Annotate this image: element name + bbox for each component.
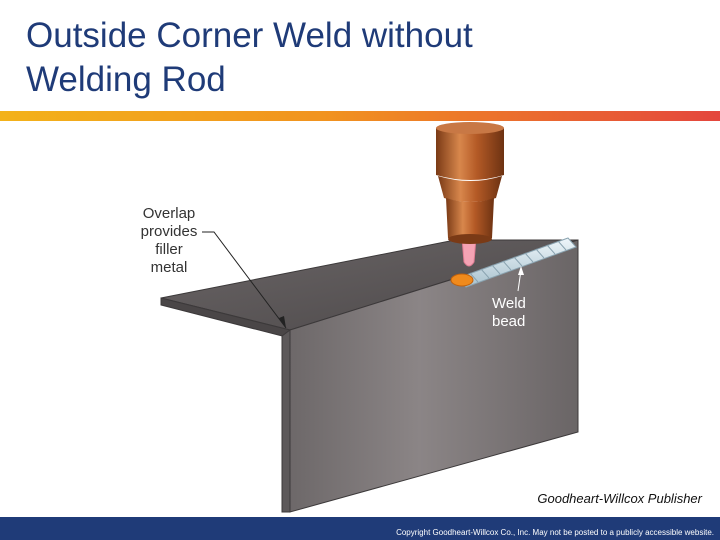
overlap-callout-line-2: provides [140, 223, 198, 240]
footer-bar: Copyright Goodheart-Willcox Co., Inc. Ma… [0, 517, 720, 540]
title-underline-bar [0, 111, 720, 121]
weld-bead [450, 237, 577, 288]
weld-puddle [450, 273, 474, 287]
slide-title: Outside Corner Weld without Welding Rod [26, 14, 686, 102]
overlap-callout: Overlap provides filler metal [128, 205, 210, 277]
slide-title-line-2: Welding Rod [26, 60, 226, 99]
weld-bead-callout-line-2: bead [492, 313, 526, 330]
overlap-arrowhead [279, 316, 286, 328]
overlap-callout-line-3: filler [155, 241, 183, 258]
torch-tip [436, 122, 504, 244]
overlap-callout-line-4: metal [150, 259, 188, 276]
flame [461, 237, 477, 267]
overlap-callout-line-1: Overlap [142, 205, 196, 222]
copyright-notice: Copyright Goodheart-Willcox Co., Inc. Ma… [396, 528, 714, 537]
weld-bead-callout: Weld bead [492, 295, 544, 331]
weld-arrowhead [518, 266, 524, 275]
weld-bead-callout-line-1: Weld [492, 295, 526, 312]
publisher-credit: Goodheart-Willcox Publisher [537, 491, 702, 506]
front-plate-edge [281, 329, 291, 513]
overlap-leader [202, 231, 287, 329]
slide-title-line-1: Outside Corner Weld without [26, 16, 473, 55]
